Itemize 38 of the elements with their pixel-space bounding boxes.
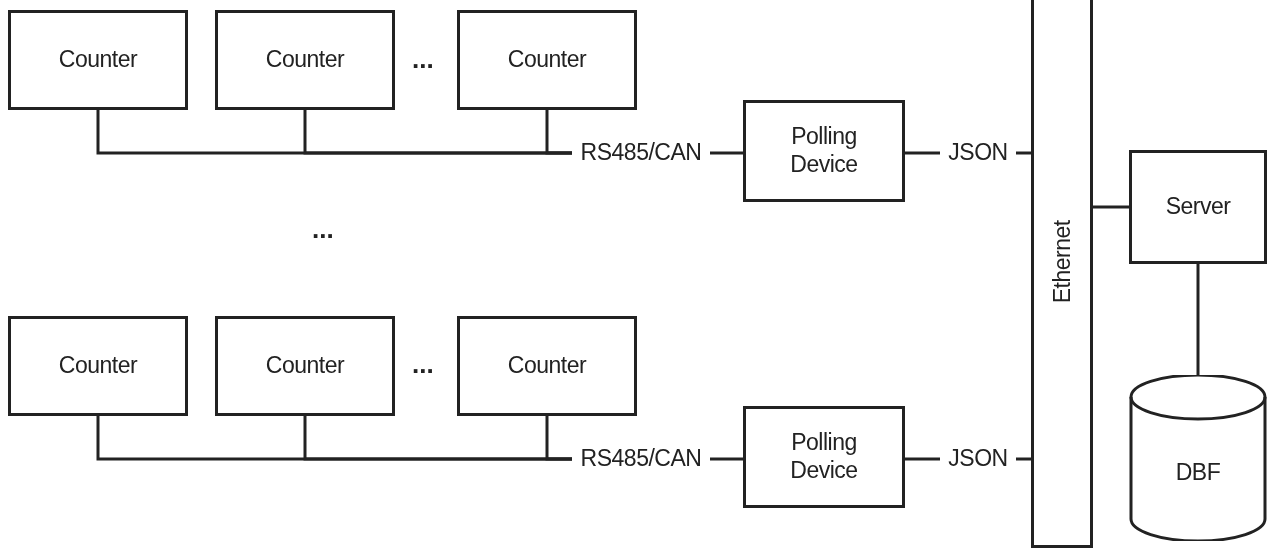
process-box [215, 10, 395, 110]
node-label: DBF [1175, 459, 1221, 487]
connector-label: JSON [948, 445, 1008, 473]
connector-line [545, 110, 572, 155]
connector-label: RS485/CAN [580, 139, 702, 167]
node-label: Server [1164, 193, 1232, 221]
connector-line [545, 416, 572, 461]
connector-line [905, 457, 940, 461]
node-label: Counter [265, 352, 345, 380]
process-box [1129, 150, 1267, 264]
process-box [457, 10, 637, 110]
connector-label: RS485/CAN [580, 445, 702, 473]
process-box [743, 406, 905, 508]
ellipsis-mark: ... [312, 214, 334, 245]
connector-line [1016, 151, 1031, 155]
node-label: Ethernet [1048, 220, 1076, 304]
bus-bar [1031, 0, 1093, 548]
process-box [215, 316, 395, 416]
connector-line [710, 457, 743, 461]
ellipsis-mark: ... [412, 44, 434, 75]
process-box [8, 10, 188, 110]
connector-line [710, 151, 743, 155]
connector-line [1016, 457, 1031, 461]
node-label: Counter [58, 352, 138, 380]
node-label: Counter [507, 46, 587, 74]
node-label: Counter [507, 352, 587, 380]
connector-line [1196, 264, 1200, 375]
node-label: Counter [265, 46, 345, 74]
node-label: Polling Device [789, 429, 859, 485]
connector-line [1093, 205, 1129, 209]
connector-line [905, 151, 940, 155]
node-label: Counter [58, 46, 138, 74]
ellipsis-mark: ... [412, 349, 434, 380]
process-box [8, 316, 188, 416]
node-label: Polling Device [789, 123, 859, 179]
process-box [743, 100, 905, 202]
process-box [457, 316, 637, 416]
connector-label: JSON [948, 139, 1008, 167]
